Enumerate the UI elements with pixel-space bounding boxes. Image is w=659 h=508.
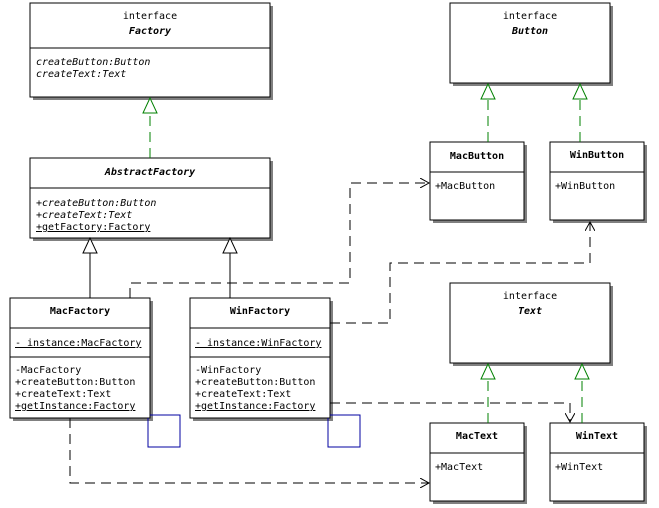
button-stereotype: interface	[503, 11, 557, 22]
mac-button-name: MacButton	[450, 151, 504, 162]
mac-text-op: +MacText	[435, 462, 483, 473]
mac-text-name: MacText	[456, 431, 498, 442]
factory-op: createText:Text	[36, 69, 126, 80]
mac-factory-op: +getInstance:Factory	[15, 401, 135, 412]
mac-factory-op: +createButton:Button	[15, 377, 135, 388]
factory-interface-box[interactable]: interface Factory createButton:Button cr…	[29, 2, 273, 100]
abstract-factory-op: +createButton:Button	[36, 198, 156, 209]
abstract-factory-box[interactable]: AbstractFactory +createButton:Button +cr…	[29, 157, 273, 241]
win-factory-op: +getInstance:Factory	[195, 401, 315, 412]
abstract-factory-op: +createText:Text	[36, 210, 132, 221]
factory-name: Factory	[129, 26, 172, 37]
win-factory-box[interactable]: WinFactory - instance:WinFactory -WinFac…	[189, 297, 333, 421]
text-interface-box[interactable]: interface Text	[449, 282, 613, 366]
realization-winbutton-button	[572, 82, 588, 142]
win-factory-self-association	[327, 414, 361, 448]
realization-macbutton-button	[480, 82, 496, 142]
mac-factory-name: MacFactory	[50, 306, 110, 317]
win-button-op: +WinButton	[555, 181, 615, 192]
dependency-winfactory-wintext	[330, 402, 570, 422]
win-text-op: +WinText	[555, 462, 603, 473]
dependency-macfactory-mactext	[69, 418, 429, 483]
generalization-winfactory	[222, 236, 238, 298]
dependency-macfactory-macbutton	[129, 183, 429, 298]
win-factory-op: -WinFactory	[195, 365, 261, 376]
win-factory-op: +createText:Text	[195, 389, 291, 400]
abstract-factory-name: AbstractFactory	[104, 167, 196, 178]
text-stereotype: interface	[503, 291, 557, 302]
win-factory-op: +createButton:Button	[195, 377, 315, 388]
realization-abstractfactory-factory	[142, 96, 158, 158]
win-factory-attr: - instance:WinFactory	[195, 338, 321, 349]
win-button-box[interactable]: WinButton +WinButton	[549, 141, 647, 223]
mac-factory-op: +createText:Text	[15, 389, 111, 400]
win-text-name: WinText	[576, 430, 618, 442]
factory-stereotype: interface	[123, 11, 177, 22]
dependency-winfactory-winbutton	[330, 222, 590, 324]
mac-factory-attr: - instance:MacFactory	[15, 338, 141, 349]
win-text-box[interactable]: WinText +WinText	[549, 422, 647, 504]
abstract-factory-op: +getFactory:Factory	[36, 222, 150, 233]
win-factory-name: WinFactory	[230, 305, 290, 317]
button-interface-box[interactable]: interface Button	[449, 2, 613, 86]
generalization-macfactory	[82, 236, 98, 298]
mac-button-op: +MacButton	[435, 181, 495, 192]
mac-button-box[interactable]: MacButton +MacButton	[429, 141, 527, 223]
realization-mactext-text	[480, 362, 496, 423]
mac-factory-self-association	[147, 414, 181, 448]
realization-wintext-text	[574, 362, 590, 423]
mac-text-box[interactable]: MacText +MacText	[429, 422, 527, 504]
mac-factory-op: -MacFactory	[15, 365, 81, 376]
button-name: Button	[511, 26, 548, 37]
factory-op: createButton:Button	[36, 57, 150, 68]
mac-factory-box[interactable]: MacFactory - instance:MacFactory -MacFac…	[9, 297, 153, 421]
text-name: Text	[518, 306, 542, 317]
win-button-name: WinButton	[570, 149, 624, 161]
